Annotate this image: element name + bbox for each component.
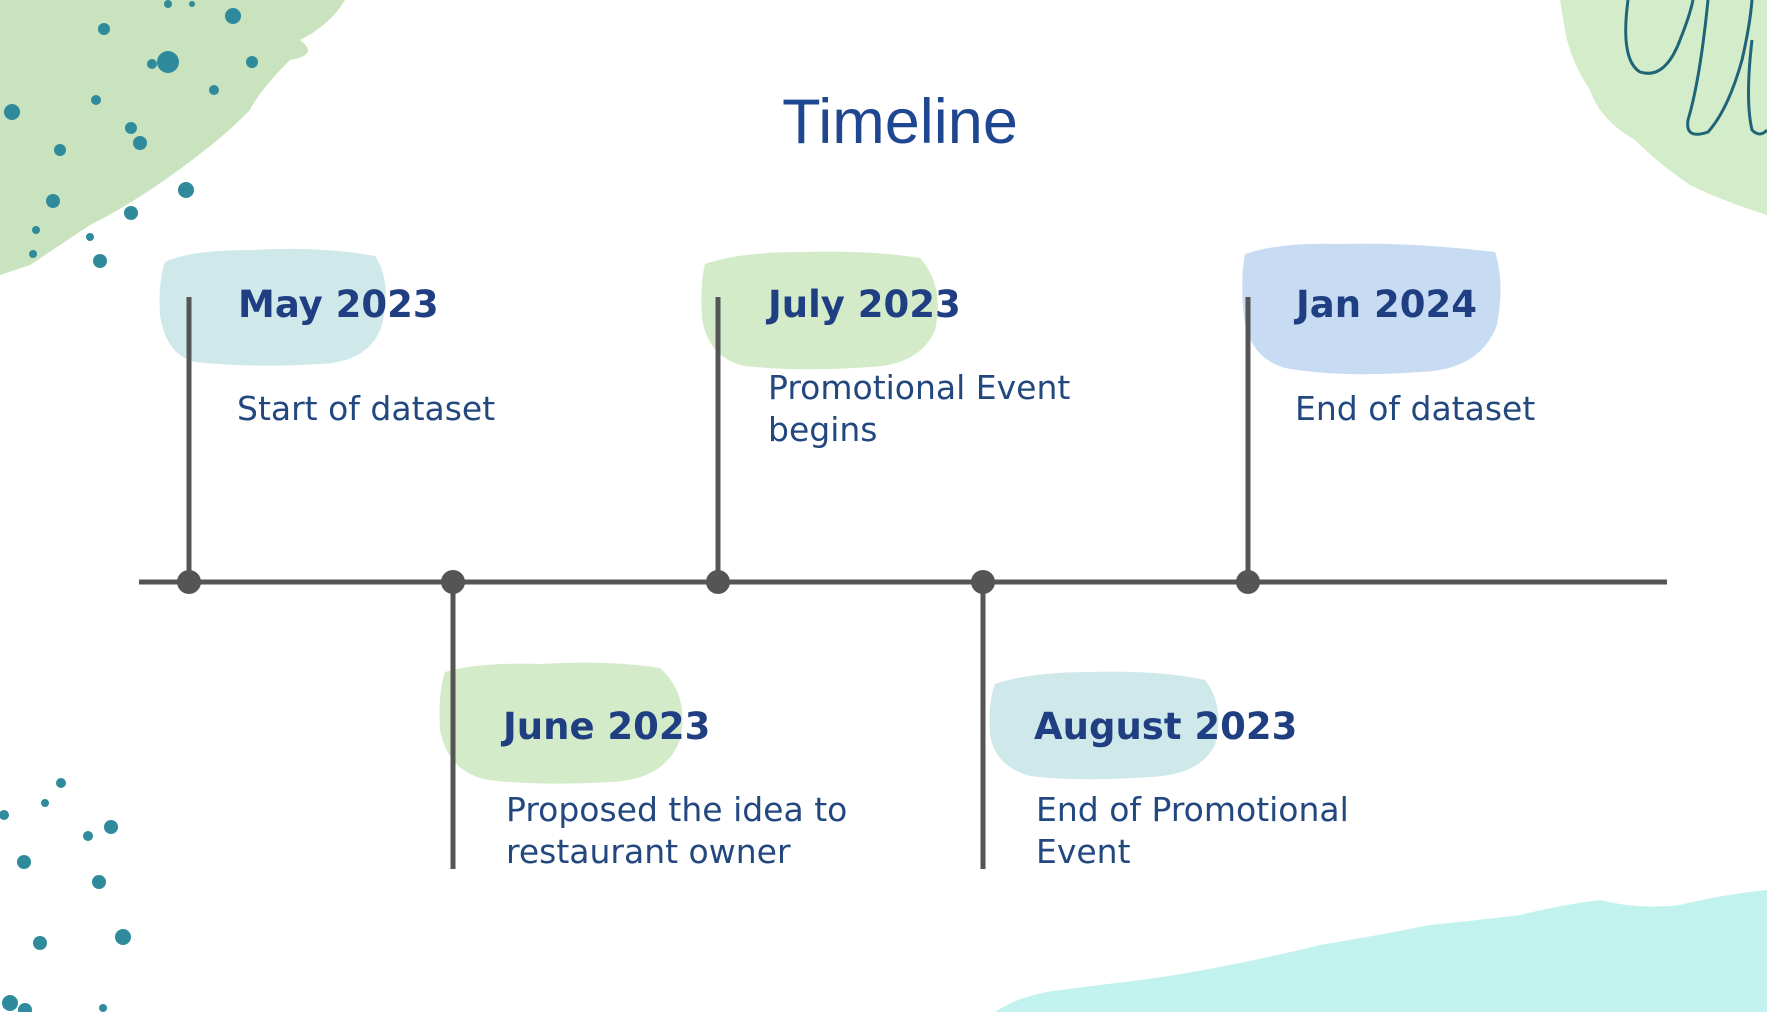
timeline-marker-jan bbox=[1236, 570, 1260, 594]
event-date-july-2023: July 2023 bbox=[768, 283, 961, 326]
slide-title: Timeline bbox=[782, 87, 1018, 157]
green-brush-top-left bbox=[0, 0, 345, 275]
timeline-diagram bbox=[139, 297, 1667, 869]
teal-brush-may bbox=[159, 248, 386, 366]
mint-brush-bottom-right bbox=[995, 890, 1767, 1012]
event-description-june-2023: Proposed the idea to restaurant owner bbox=[506, 790, 848, 871]
timeline-marker-august bbox=[971, 570, 995, 594]
teal-dots-bottom-left bbox=[0, 778, 131, 1012]
outline-strokes-top-right bbox=[1624, 0, 1767, 136]
event-date-may-2023: May 2023 bbox=[238, 283, 439, 326]
blue-brush-jan bbox=[1242, 243, 1501, 375]
green-brush-june bbox=[439, 662, 683, 784]
timeline-markers bbox=[177, 570, 1260, 594]
event-description-july-2023: Promotional Event begins bbox=[768, 368, 1071, 449]
green-brush-july bbox=[701, 251, 938, 370]
timeline-marker-may bbox=[177, 570, 201, 594]
timeline-marker-june bbox=[441, 570, 465, 594]
event-date-june-2023: June 2023 bbox=[503, 705, 711, 748]
timeline-marker-july bbox=[706, 570, 730, 594]
teal-brush-august bbox=[989, 671, 1219, 780]
green-brush-top-right bbox=[1560, 0, 1767, 215]
event-date-jan-2024: Jan 2024 bbox=[1296, 283, 1477, 326]
event-description-may-2023: Start of dataset bbox=[237, 389, 496, 428]
event-date-august-2023: August 2023 bbox=[1034, 705, 1298, 748]
event-description-jan-2024: End of dataset bbox=[1295, 389, 1536, 428]
event-description-august-2023: End of Promotional Event bbox=[1036, 790, 1349, 871]
teal-dots-top-left bbox=[4, 0, 258, 268]
